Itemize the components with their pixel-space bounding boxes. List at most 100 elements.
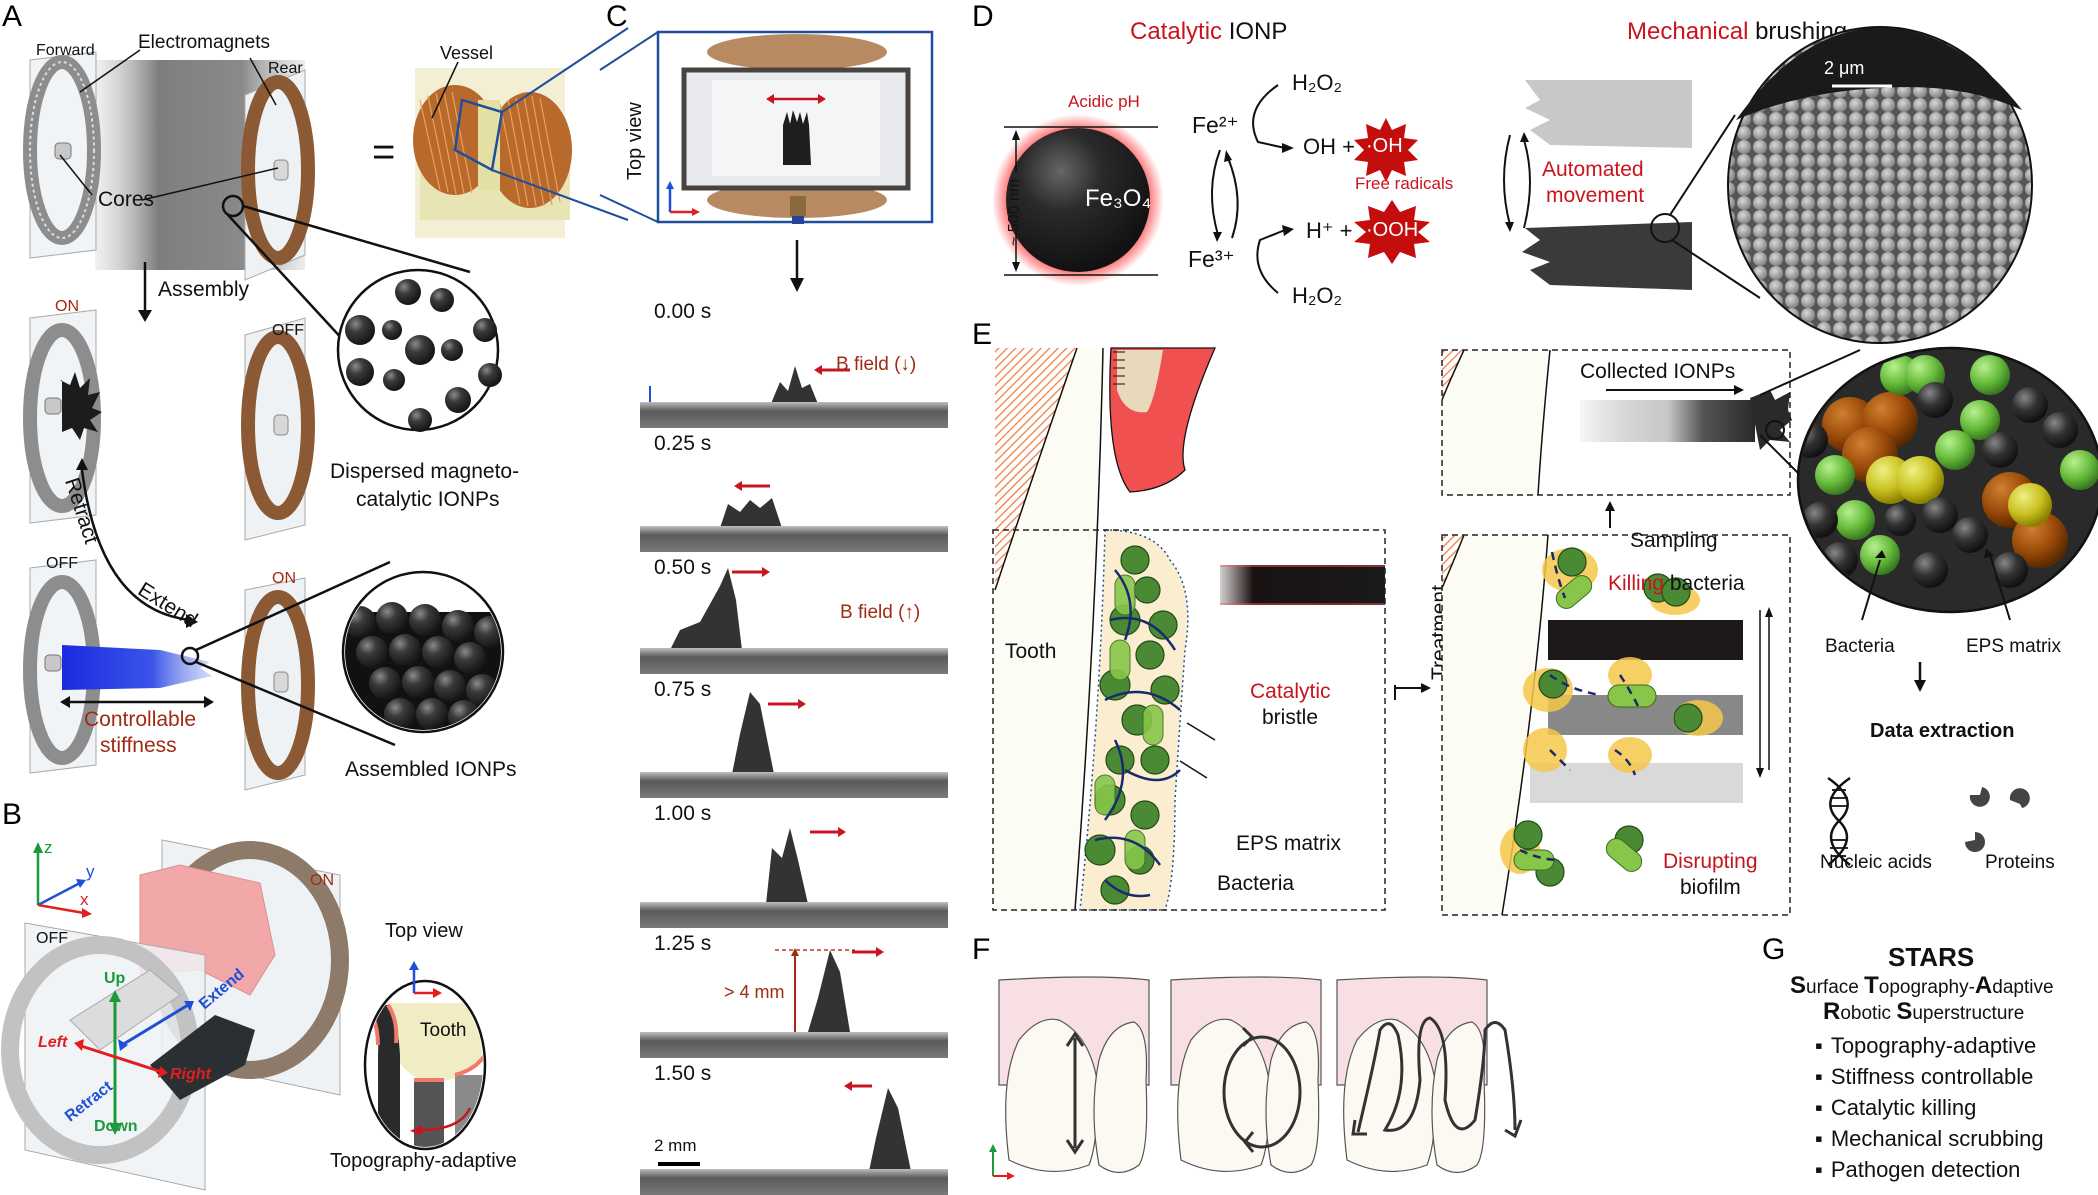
nucleic-acids-label: Nucleic acids	[1820, 852, 1932, 873]
acronym-rest: urface	[1806, 977, 1865, 998]
on-coil-bottom	[241, 577, 315, 791]
acronym-cap: A	[1974, 972, 1993, 999]
panel-g-label: G	[1762, 933, 1786, 966]
feature-item: Catalytic killing	[1815, 1092, 2044, 1123]
sampling-label: Sampling	[1630, 529, 1718, 552]
rear-electromagnet	[241, 69, 315, 281]
oh-plus: OH +	[1303, 134, 1355, 159]
frame-time: 1.50 s	[654, 1062, 712, 1085]
label-tooth-b: Tooth	[420, 1020, 467, 1041]
label-rear: Rear	[268, 60, 303, 77]
catalytic-label: Catalytic	[1250, 680, 1331, 703]
panel-f-label: F	[972, 933, 991, 966]
label-dispersed-1: Dispersed magneto-	[330, 460, 520, 483]
label-left: Left	[38, 1034, 68, 1051]
size-label: ~ 500 nm	[1006, 178, 1023, 246]
frame-time: 0.50 s	[654, 556, 712, 579]
panel-b-illustration	[1, 839, 487, 1191]
catalytic-ionp-title: Catalytic IONP	[1130, 18, 1287, 46]
oh-radical: ·OH	[1366, 135, 1403, 157]
acronym-cap: R	[1823, 998, 1841, 1025]
label-b-off: OFF	[36, 930, 68, 947]
coil-photo	[413, 27, 629, 238]
feature-item: Stiffness controllable	[1815, 1061, 2044, 1092]
collected-ionps-label: Collected IONPs	[1580, 360, 1736, 383]
off-coil-top	[241, 317, 315, 541]
frame-time: 0.75 s	[654, 678, 712, 701]
biofilm-diagram	[992, 347, 1431, 911]
frame-time: 0.00 s	[654, 300, 712, 323]
frame-6: 1.50 s 2 mm	[640, 1058, 948, 1195]
panel-a-label: A	[2, 0, 23, 33]
fe2-label: Fe²⁺	[1192, 112, 1239, 138]
acronym-cap: S	[1790, 972, 1807, 999]
b-field-down: B field (↓)	[836, 354, 917, 375]
label-up: Up	[104, 970, 126, 987]
height-annotation: > 4 mm	[724, 982, 785, 1002]
label-on-bottom: ON	[272, 570, 296, 587]
label-dispersed-2: catalytic IONPs	[356, 488, 500, 511]
sem-scale-label: 2 μm	[1824, 58, 1865, 78]
feature-item: Pathogen detection	[1815, 1154, 2044, 1185]
scale-bar-label: 2 mm	[654, 1136, 697, 1155]
label-top-view-c: Top view	[624, 102, 646, 180]
panel-d-label: D	[972, 0, 994, 33]
panel-e-label: E	[972, 318, 993, 351]
ooh-radical: ·OOH	[1366, 219, 1419, 241]
acronym-cap: S	[1896, 998, 1913, 1025]
axis-x-label: x	[80, 890, 89, 909]
disrupting-label: Disrupting	[1663, 850, 1758, 873]
stars-acronym-line1: Surface Topography-Adaptive	[1790, 972, 2054, 1000]
panel-c-topview	[599, 30, 934, 292]
proteins-label: Proteins	[1985, 852, 2055, 873]
biofilm-label: biofilm	[1680, 876, 1741, 899]
panel-c-label: C	[606, 0, 628, 33]
equals-sign: =	[372, 130, 396, 174]
tooth-label: Tooth	[1005, 640, 1057, 663]
panel-a-illustration	[23, 27, 629, 791]
ooh-burst	[1354, 200, 1430, 264]
acronym-rest: daptive	[1992, 977, 2054, 998]
title-red-part: Catalytic	[1130, 18, 1223, 45]
label-top-view-b: Top view	[385, 920, 463, 942]
label-assembly: Assembly	[158, 278, 250, 301]
label-off-bottom: OFF	[46, 555, 78, 572]
label-stiffness: stiffness	[100, 734, 177, 757]
bacteria-label: Bacteria	[1217, 872, 1295, 895]
feature-item: Mechanical scrubbing	[1815, 1123, 2044, 1154]
dna-icon	[1827, 776, 1851, 866]
off-coil-extended	[23, 559, 212, 774]
circular-pattern-arrow	[1222, 1026, 1302, 1153]
label-right: Right	[170, 1066, 211, 1083]
bristle-label: bristle	[1262, 706, 1319, 729]
fe3-label: Fe³⁺	[1188, 246, 1235, 272]
treatment-diagram	[1441, 349, 1792, 916]
frame-4: 1.00 s	[640, 798, 948, 928]
assembled-ionps-inset	[341, 570, 505, 734]
label-on-top: ON	[55, 298, 79, 315]
eps-matrix-label: EPS matrix	[1236, 832, 1342, 855]
protein-icon	[1965, 787, 2030, 852]
title-black-part: IONP	[1228, 18, 1288, 45]
frame-3: 0.75 s	[640, 674, 948, 798]
label-controllable: Controllable	[84, 708, 197, 731]
killing-bacteria-label: Killing bacteria	[1608, 572, 1745, 596]
zoom-eps-label: EPS matrix	[1966, 636, 2062, 657]
acronym-cap: T	[1864, 972, 1879, 999]
callout-line	[501, 27, 629, 113]
data-extraction-label: Data extraction	[1870, 720, 2015, 742]
axis-y-label: y	[86, 862, 95, 881]
acronym-rest: opography-	[1878, 977, 1975, 998]
fe3o4-label: Fe₃O₄	[1085, 185, 1152, 212]
free-radicals-label: Free radicals	[1355, 174, 1454, 193]
automated-label-2: movement	[1546, 184, 1645, 207]
acronym-rest: obotic	[1840, 1003, 1897, 1024]
panel-b-label: B	[2, 798, 23, 831]
acidic-ph-label: Acidic pH	[1068, 92, 1140, 111]
b-field-up: B field (↑)	[840, 602, 921, 623]
h-plus: H⁺ +	[1306, 218, 1353, 243]
frame-0: 0.00 s B field (↓)	[640, 296, 948, 428]
spiral-pattern-arrow	[1351, 1016, 1523, 1139]
label-forward: Forward	[36, 42, 95, 59]
dispersed-ionps-inset	[336, 268, 502, 432]
